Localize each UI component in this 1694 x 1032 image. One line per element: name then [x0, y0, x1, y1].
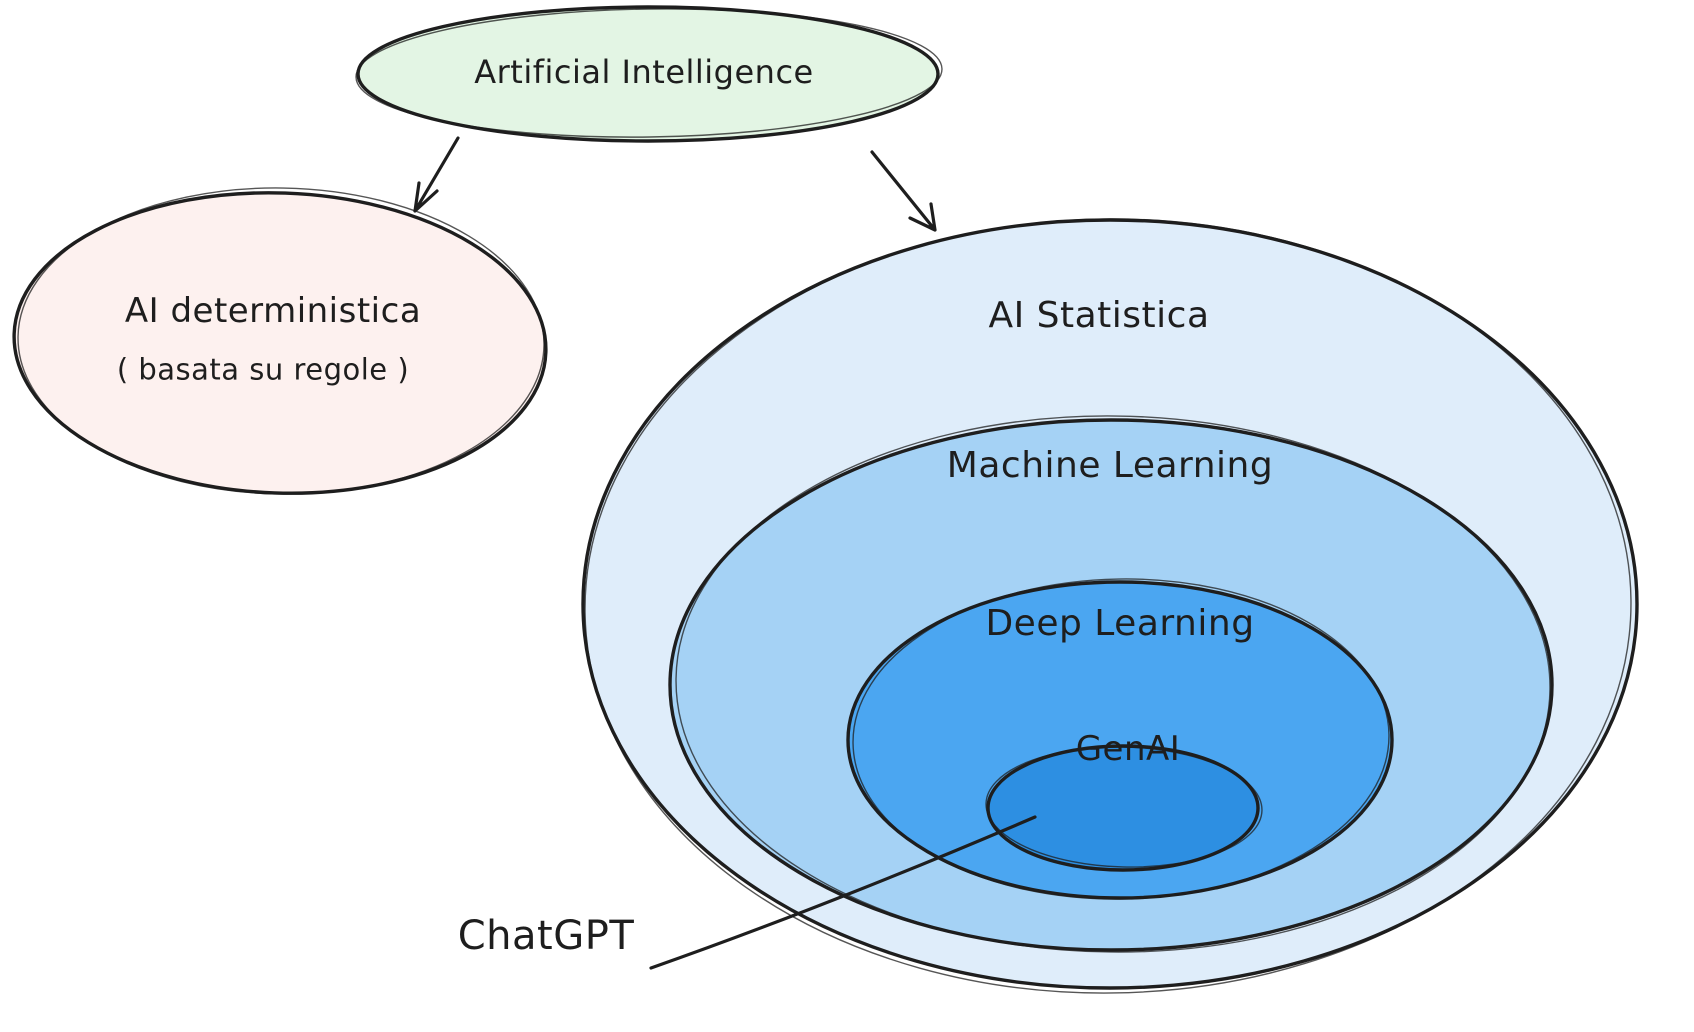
node-genai	[985, 744, 1263, 872]
node-artificial-intelligence	[355, 5, 943, 143]
machine-learning-sketch-outline	[675, 415, 1551, 953]
artificial-intelligence-ellipse	[356, 5, 940, 143]
arrow-ai-to-deterministica	[413, 136, 460, 213]
genai-sketch-outline	[985, 746, 1263, 868]
genai-ellipse	[986, 744, 1260, 872]
ai-deterministica-ellipse	[12, 191, 548, 495]
arrow-ai-to-statistica	[870, 150, 937, 232]
artificial-intelligence-label: Artificial Intelligence	[474, 53, 814, 91]
node-ai-deterministica	[12, 187, 548, 495]
chatgpt-label: ChatGPT	[457, 913, 635, 959]
artificial-intelligence-sketch-outline	[355, 8, 943, 138]
deep-learning-label: Deep Learning	[985, 603, 1255, 644]
chatgpt-connector-line	[649, 815, 1037, 970]
deep-learning-sketch-outline	[852, 578, 1390, 900]
ai-deterministica-label: AI deterministica	[124, 291, 422, 331]
genai-label: GenAI	[1075, 729, 1181, 769]
ai-deterministica-sketch-outline	[17, 187, 545, 495]
ai-statistica-label: AI Statistica	[988, 295, 1210, 336]
machine-learning-label: Machine Learning	[946, 445, 1274, 486]
ai-deterministica-sublabel: ( basata su regole )	[116, 352, 410, 387]
ai-statistica-sketch-outline	[584, 218, 1632, 994]
